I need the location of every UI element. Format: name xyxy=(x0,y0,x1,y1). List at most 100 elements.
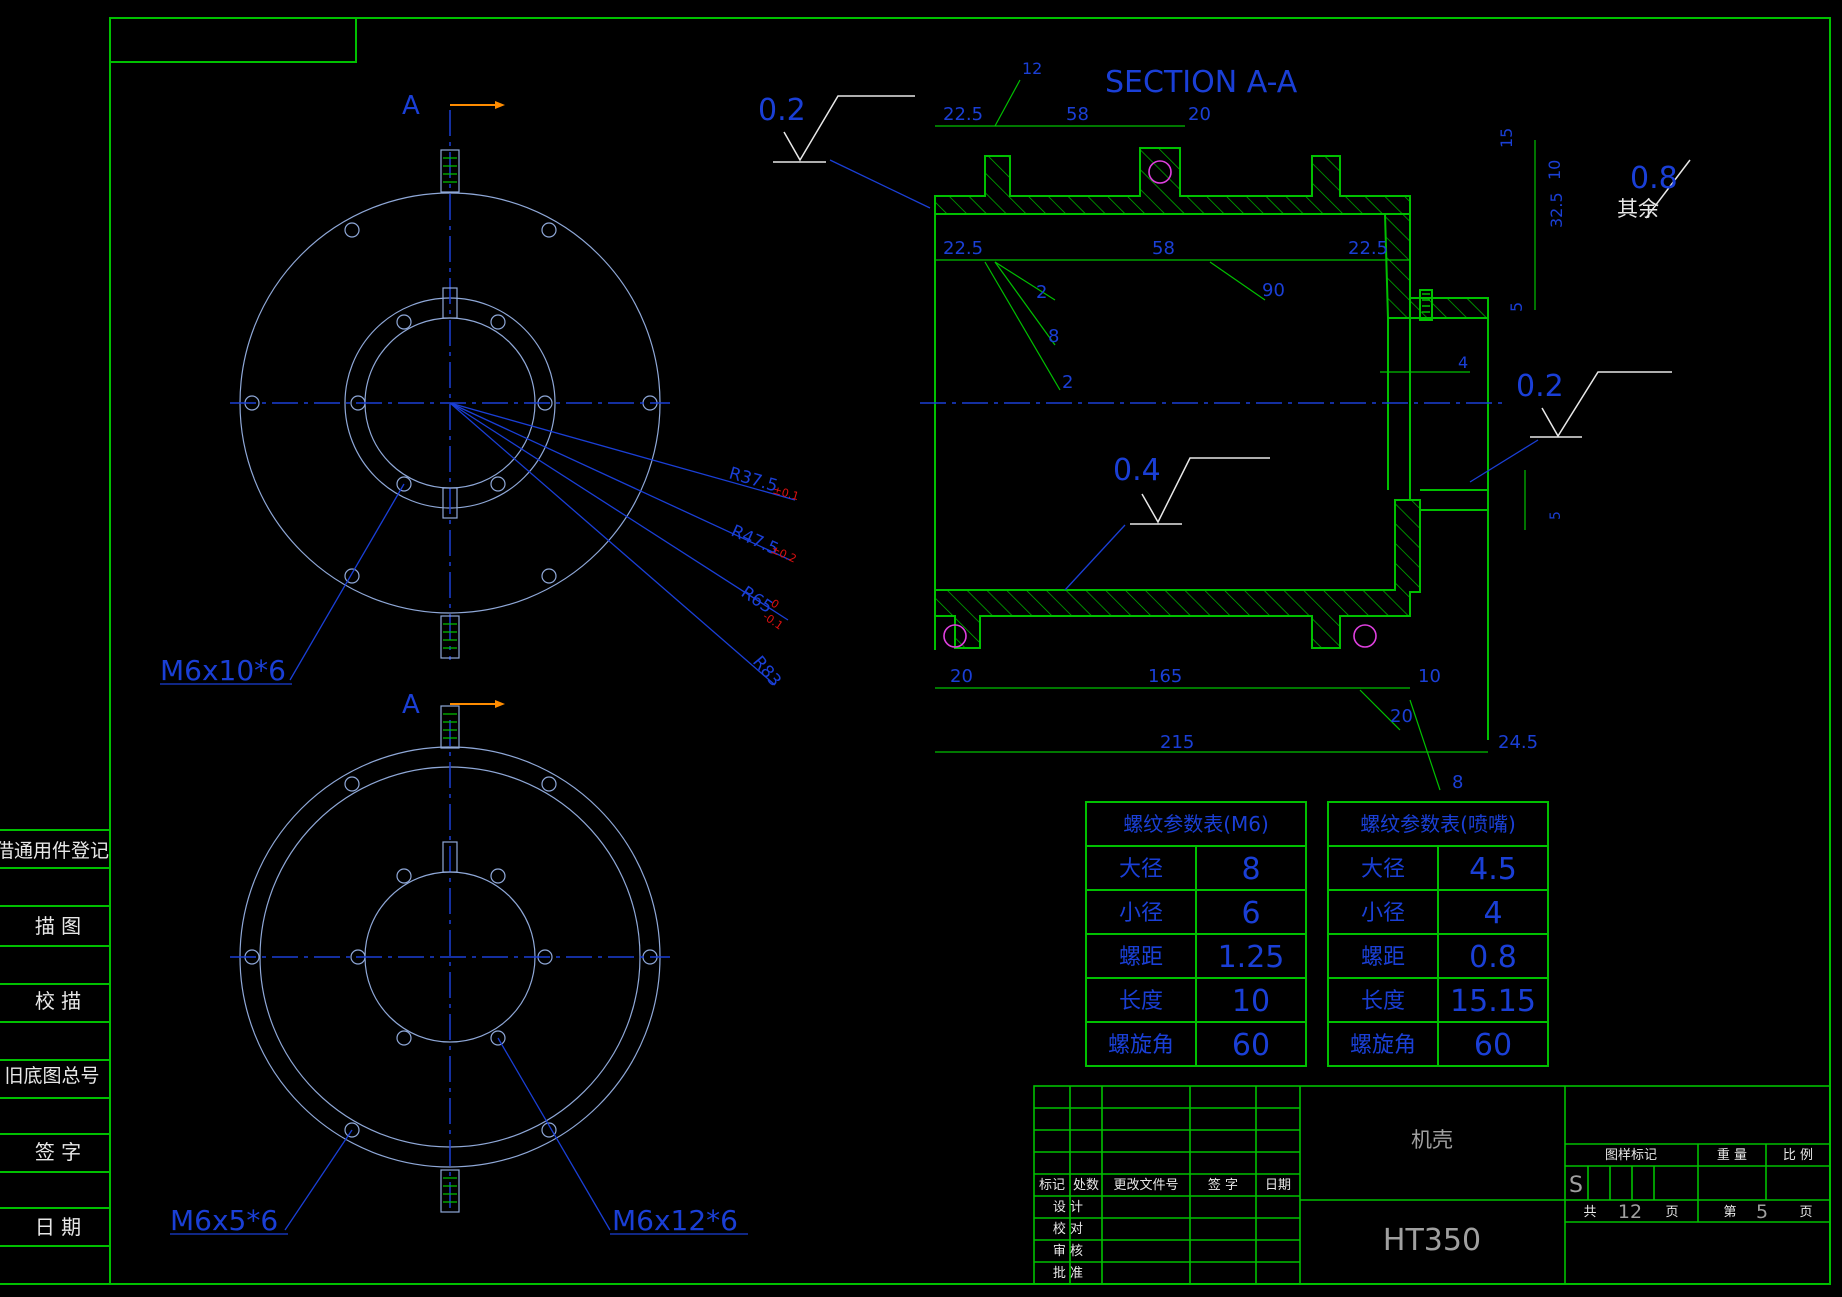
roughness-top-left: 0.2 xyxy=(758,93,806,128)
dim-top-58: 58 xyxy=(1066,104,1089,125)
table-nozzle-label-pitch: 螺距 xyxy=(1361,945,1405,970)
dim-bottom-8: 8 xyxy=(1452,772,1463,793)
current-page: 5 xyxy=(1756,1201,1768,1223)
register-label-borrow: 借通用件登记 xyxy=(0,840,109,862)
radius-tol-r37: ±0.1 xyxy=(771,483,800,503)
roughness-right: 0.2 xyxy=(1516,369,1564,404)
part-name: 机壳 xyxy=(1411,1128,1453,1152)
dim-right-5: 5 xyxy=(1507,302,1526,312)
dim-top-20: 20 xyxy=(1188,104,1211,125)
header-weight: 重 量 xyxy=(1717,1147,1747,1163)
section-title: SECTION A-A xyxy=(1105,65,1298,100)
table-m6-value-minor: 6 xyxy=(1241,896,1260,931)
dim-overall-215: 215 xyxy=(1160,732,1194,753)
dim-right-24-5: 24.5 xyxy=(1498,732,1538,753)
rev-header-count: 处数 xyxy=(1073,1178,1099,1193)
drawing-mark-s: S xyxy=(1569,1173,1583,1198)
table-nozzle-label-minor: 小径 xyxy=(1361,901,1405,926)
table-m6-label-minor: 小径 xyxy=(1119,901,1163,926)
dim-right-32-5: 32.5 xyxy=(1547,192,1566,228)
section-arrow-top: A xyxy=(402,91,505,121)
register-label-trace: 描 图 xyxy=(35,914,81,938)
table-nozzle-label-angle: 螺旋角 xyxy=(1350,1033,1416,1058)
dim-leader-2-bottom: 2 xyxy=(1062,372,1073,393)
roughness-general: 0.8 xyxy=(1630,161,1678,196)
dim-bottom-10: 10 xyxy=(1418,666,1441,687)
register-label-old-number: 旧底图总号 xyxy=(4,1065,99,1087)
radius-label-r83: R83 xyxy=(748,652,785,690)
register-label-signature: 签 字 xyxy=(35,1140,81,1164)
dim-leader-8: 8 xyxy=(1048,326,1059,347)
rev-header-mark: 标记 xyxy=(1039,1178,1065,1193)
section-arrow-bottom: A xyxy=(402,690,505,720)
role-design: 设 计 xyxy=(1053,1200,1083,1215)
section-bolt-marks xyxy=(943,160,1377,648)
dim-mid-22-5-left: 22.5 xyxy=(943,238,983,259)
roughness-symbols xyxy=(773,95,1691,525)
table-nozzle-value-pitch: 0.8 xyxy=(1469,940,1517,975)
table-m6-label-major: 大径 xyxy=(1119,857,1163,882)
table-nozzle-title: 螺纹参数表(喷嘴) xyxy=(1360,812,1516,836)
section-outline xyxy=(934,196,1489,740)
role-review: 审 核 xyxy=(1053,1244,1083,1259)
table-m6-label-angle: 螺旋角 xyxy=(1108,1033,1174,1058)
table-m6-title: 螺纹参数表(M6) xyxy=(1123,812,1269,836)
table-m6-value-pitch: 1.25 xyxy=(1218,940,1285,975)
current-label: 第 xyxy=(1723,1205,1736,1220)
dim-inner-4: 4 xyxy=(1458,353,1468,372)
radius-tol-r47: ±0.2 xyxy=(769,543,799,566)
thread-table-m6: 螺纹参数表(M6) 大径 8 小径 6 螺距 1.25 长度 10 螺旋角 60 xyxy=(1085,801,1307,1067)
section-walls xyxy=(934,147,1489,649)
dim-bottom-20: 20 xyxy=(950,666,973,687)
bottom-view: A M6x5*6 M6x12*6 xyxy=(170,690,748,1237)
table-nozzle-value-angle: 60 xyxy=(1474,1028,1512,1063)
title-block: 机壳 HT350 标记 处数 更改文件号 签 字 日期 设 计 校 对 审 核 … xyxy=(1033,1085,1831,1285)
top-view-keyways xyxy=(440,149,460,659)
drawing-frame xyxy=(109,17,1831,1285)
thread-table-nozzle: 螺纹参数表(喷嘴) 大径 4.5 小径 4 螺距 0.8 长度 15.15 螺旋… xyxy=(1327,801,1549,1067)
section-dimension-texts: 22.5 58 20 12 22.5 58 22.5 90 2 8 2 15 1… xyxy=(943,59,1566,793)
roughness-general-note: 其余 xyxy=(1617,197,1659,221)
table-m6-value-angle: 60 xyxy=(1232,1028,1270,1063)
role-check: 校 对 xyxy=(1053,1221,1083,1237)
hole-callout-bottom-left: M6x5*6 xyxy=(170,1204,278,1237)
dim-right-15: 15 xyxy=(1497,128,1516,148)
header-drawing-mark: 图样标记 xyxy=(1605,1148,1657,1163)
table-m6-label-pitch: 螺距 xyxy=(1119,945,1163,970)
dim-mid-90: 90 xyxy=(1262,280,1285,301)
dim-small-right-5: 5 xyxy=(1548,511,1564,520)
table-m6-label-length: 长度 xyxy=(1119,989,1163,1014)
dim-mid-58: 58 xyxy=(1152,238,1175,259)
hole-callout-top-view: M6x10*6 xyxy=(160,654,286,687)
top-view: A R37.5 ±0.1 R47.5 ±0.2 R65 0 -0.1 R83 M… xyxy=(160,91,800,691)
dim-bottom-165: 165 xyxy=(1148,666,1182,687)
material: HT350 xyxy=(1383,1223,1481,1258)
register-label-date: 日 期 xyxy=(35,1215,81,1239)
rev-header-date: 日期 xyxy=(1265,1178,1291,1193)
dim-bottom-20-angled: 20 xyxy=(1390,706,1413,727)
dim-right-10: 10 xyxy=(1545,160,1564,180)
register-label-check-trace: 校 描 xyxy=(35,989,81,1013)
total-label: 共 xyxy=(1583,1205,1596,1220)
view-label-a-top: A xyxy=(402,91,420,121)
roughness-inner: 0.4 xyxy=(1113,453,1161,488)
table-m6-value-major: 8 xyxy=(1241,852,1260,887)
left-register: 借通用件登记 描 图 校 描 旧底图总号 签 字 日 期 xyxy=(0,829,110,1285)
section-view: SECTION A-A xyxy=(758,59,1691,793)
dim-mid-22-5-right: 22.5 xyxy=(1348,238,1388,259)
rev-header-doc: 更改文件号 xyxy=(1113,1178,1178,1193)
dim-top-22-5: 22.5 xyxy=(943,104,983,125)
table-nozzle-value-minor: 4 xyxy=(1483,896,1502,931)
table-nozzle-label-major: 大径 xyxy=(1361,857,1405,882)
total-pages: 12 xyxy=(1618,1201,1642,1223)
dim-top-12: 12 xyxy=(1022,59,1042,78)
rev-header-sign: 签 字 xyxy=(1208,1177,1238,1193)
section-dimension-lines xyxy=(935,79,1536,791)
table-nozzle-value-length: 15.15 xyxy=(1450,984,1536,1019)
total-page-unit: 页 xyxy=(1665,1205,1678,1220)
top-view-holes xyxy=(244,222,658,584)
table-m6-value-length: 10 xyxy=(1232,984,1270,1019)
table-nozzle-label-length: 长度 xyxy=(1361,989,1405,1014)
table-nozzle-value-major: 4.5 xyxy=(1469,852,1517,887)
